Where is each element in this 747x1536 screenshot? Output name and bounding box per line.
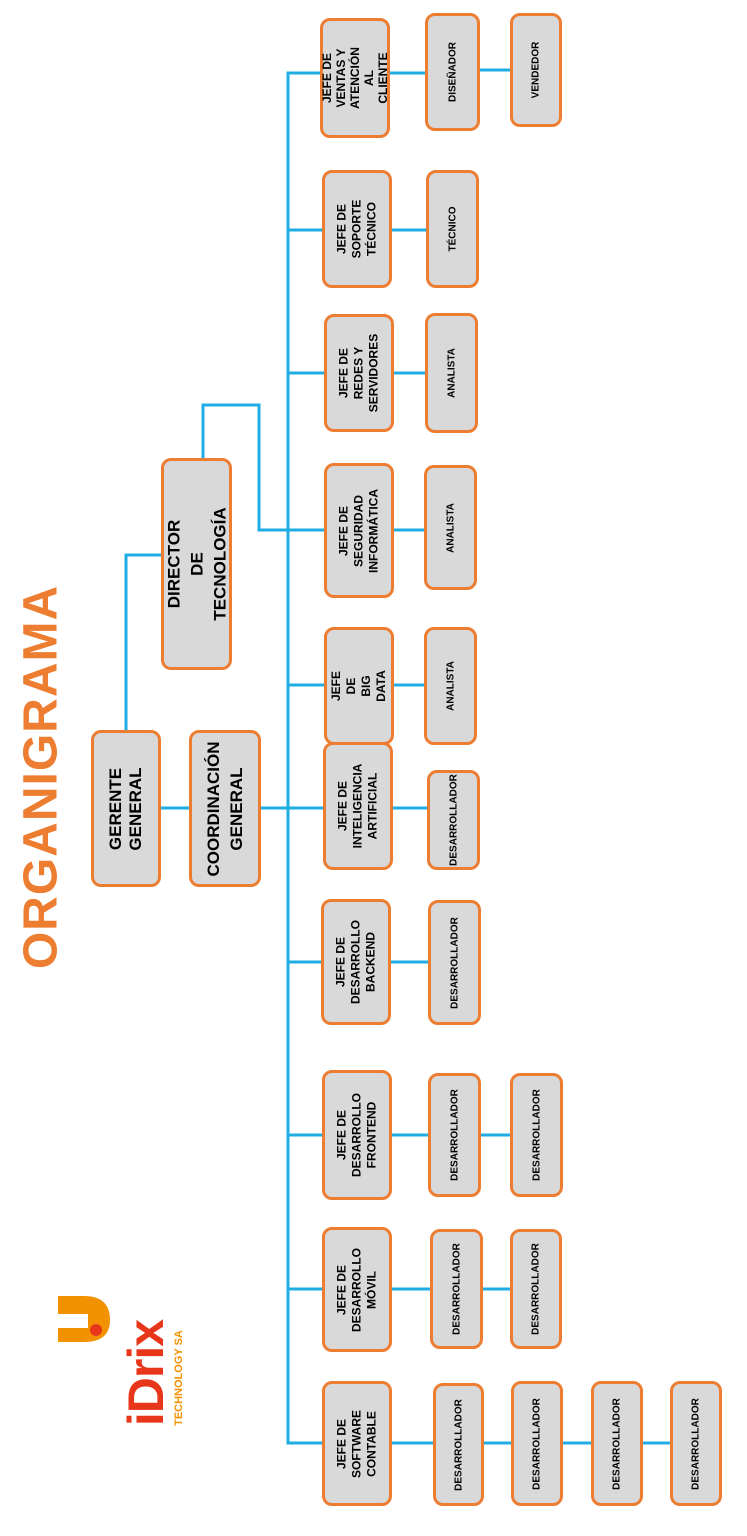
node-label: JEFE DE DESARROLLO BACKEND [333,920,378,1004]
node-jefe-movil: JEFE DE DESARROLLO MÓVIL [322,1227,392,1352]
node-jefe-bigdata: JEFE DE BIG DATA [324,627,394,745]
node-desarrollador-contable-4: DESARROLLADOR [670,1381,722,1506]
node-label: DESARROLLADOR [611,1397,623,1490]
node-label: ANALISTA [445,502,456,553]
node-gerente-general: GERENTE GENERAL [91,730,161,887]
node-label: ANALISTA [445,661,456,711]
node-jefe-ventas: JEFE DE VENTAS Y ATENCIÓN AL CLIENTE [320,18,390,138]
page-title: ORGANIGRAMA [14,584,68,970]
node-label: DESARROLLADOR [449,1089,460,1181]
node-jefe-contable: JEFE DE SOFTWARE CONTABLE [322,1381,392,1506]
node-label: JEFE DE DESARROLLO MÓVIL [334,1247,379,1332]
node-label: JEFE DE BIG DATA [329,670,388,702]
node-label: DESARROLLADOR [449,916,460,1009]
node-vendedor: VENDEDOR [510,13,562,127]
node-label: JEFE DE SOFTWARE CONTABLE [334,1409,379,1478]
node-desarrollador-movil-1: DESARROLLADOR [430,1229,483,1349]
node-desarrollador-contable-2: DESARROLLADOR [511,1381,563,1506]
node-analista-seguridad: ANALISTA [424,465,477,590]
node-director-tecnologia: DIRECTOR DE TECNOLOGÍA [161,458,232,670]
node-analista-redes: ANALISTA [425,313,478,433]
node-label: JEFE DE INTELIGENCIA ARTIFICIAL [335,763,380,849]
logo-text: iDrix [118,1319,174,1427]
node-coordinacion-general: COORDINACIÓN GENERAL [189,730,261,887]
node-label: JEFE DE VENTAS Y ATENCIÓN AL CLIENTE [320,47,390,109]
node-desarrollador-frontend-1: DESARROLLADOR [428,1073,481,1197]
node-desarrollador-contable-1: DESARROLLADOR [433,1383,484,1506]
node-label: DISEÑADOR [447,41,458,103]
node-label: DESARROLLADOR [530,1243,542,1335]
node-jefe-soporte: JEFE DE SOPORTE TÉCNICO [322,170,392,288]
node-desarrollador-backend: DESARROLLADOR [428,900,481,1025]
node-jefe-ia: JEFE DE INTELIGENCIA ARTIFICIAL [323,742,393,870]
node-label: COORDINACIÓN GENERAL [204,740,246,877]
node-desarrollador-frontend-2: DESARROLLADOR [510,1073,563,1197]
node-desarrollador-contable-3: DESARROLLADOR [591,1381,643,1506]
node-label: ANALISTA [446,348,457,398]
node-label: DESARROLLADOR [531,1089,542,1181]
node-desarrollador-movil-2: DESARROLLADOR [510,1229,562,1349]
node-disenador: DISEÑADOR [425,13,480,131]
node-jefe-seguridad: JEFE DE SEGURIDAD INFORMÁTICA [324,463,394,598]
node-label: DESARROLLADOR [531,1397,543,1490]
node-label: JEFE DE DESARROLLO FRONTEND [334,1093,379,1177]
node-jefe-redes: JEFE DE REDES Y SERVIDORES [324,314,394,432]
node-label: JEFE DE SEGURIDAD INFORMÁTICA [336,488,381,573]
idrix-logo-mark [58,1296,110,1348]
node-label: DESARROLLADOR [690,1397,702,1490]
node-label: JEFE DE SOPORTE TÉCNICO [334,199,379,259]
node-label: JEFE DE REDES Y SERVIDORES [336,333,381,413]
node-analista-bigdata: ANALISTA [424,627,477,745]
node-label: GERENTE GENERAL [106,766,145,851]
node-label: DESARROLLADOR [453,1398,464,1491]
node-desarrollador-ia: DESARROLLADOR [427,770,480,870]
node-label: VENDEDOR [530,41,542,99]
node-label: TÉCNICO [447,206,458,252]
node-tecnico: TÉCNICO [426,170,479,288]
node-label: DIRECTOR DE TECNOLOGÍA [164,507,229,621]
node-jefe-frontend: JEFE DE DESARROLLO FRONTEND [322,1070,392,1200]
logo-subtitle: TECHNOLOGY SA [173,1330,185,1426]
node-label: DESARROLLADOR [448,774,459,866]
node-jefe-backend: JEFE DE DESARROLLO BACKEND [321,899,391,1025]
node-label: DESARROLLADOR [451,1243,462,1335]
